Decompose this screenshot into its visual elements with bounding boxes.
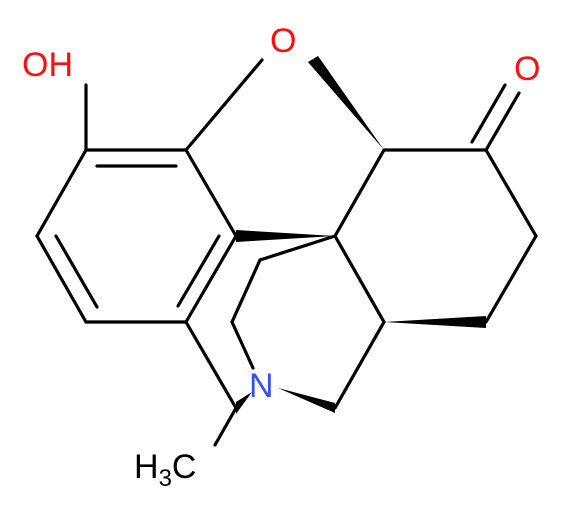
methyl-subscript: 3	[159, 465, 172, 492]
methyl-c: C	[172, 448, 197, 486]
carbonyl-bond-2	[470, 83, 507, 144]
bond-c13-c5	[333, 148, 386, 238]
bond-c14-c13	[333, 234, 386, 324]
bond-c14-c9	[333, 320, 386, 410]
bond-c2-c3	[35, 234, 88, 324]
bond-c5-c6	[184, 148, 238, 238]
ether-oxygen-label: O	[270, 22, 296, 60]
bond-c4-c5	[184, 234, 238, 324]
bond-c6-c7	[484, 148, 538, 238]
bond-c7-c8	[484, 234, 538, 324]
nitrogen-label: N	[249, 367, 274, 405]
wedge-c12-c13	[236, 230, 335, 242]
aromatic-inner-bond-1	[54, 234, 99, 309]
carbonyl-bond-1	[484, 91, 521, 152]
bond-c16-n	[230, 320, 255, 370]
aromatic-ring	[35, 148, 238, 324]
hydroxyl-label: OH	[22, 46, 73, 84]
carbonyl-oxygen-label: O	[514, 50, 540, 88]
methyl-label: H3C	[134, 448, 196, 492]
bond-aryl-ether	[184, 58, 264, 152]
wedge-n-c9	[278, 388, 335, 413]
bond-c1-c2	[35, 148, 88, 238]
wedge-ether	[308, 56, 384, 150]
wedge-n-c10	[236, 392, 252, 414]
aromatic-inner-bond-2	[176, 234, 221, 308]
bond-c13-c15	[258, 234, 337, 262]
wedge-c14-h	[384, 316, 486, 328]
bond-c15-c16	[230, 258, 262, 324]
bond-c10-c4	[184, 320, 238, 410]
methyl-h: H	[134, 448, 159, 486]
bond-n-methyl	[213, 406, 238, 447]
